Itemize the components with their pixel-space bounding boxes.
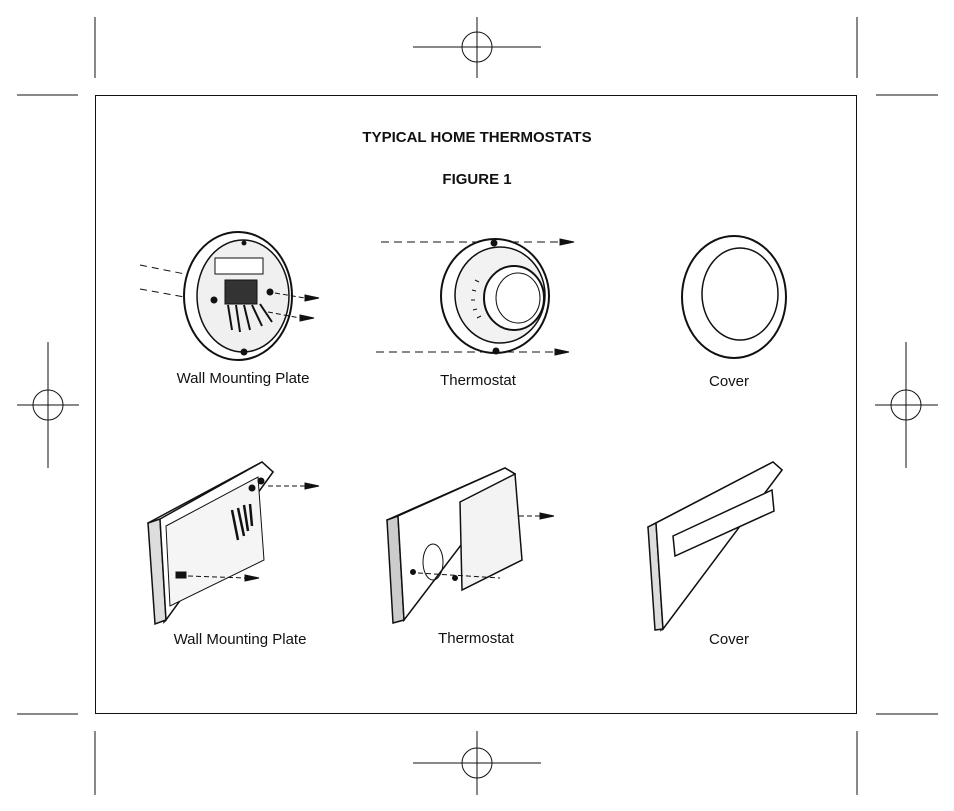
round-wall-plate-label: Wall Mounting Plate — [176, 370, 310, 387]
rect-wall-plate-label: Wall Mounting Plate — [173, 631, 307, 648]
rect-thermostat-label: Thermostat — [438, 630, 514, 647]
registration-target-bottom — [413, 731, 541, 795]
round-thermostat-drawing — [376, 238, 575, 356]
round-wall-plate-drawing — [139, 231, 320, 361]
registration-target-top — [413, 17, 541, 78]
rect-thermostat-drawing — [386, 467, 555, 624]
rect-cover-drawing — [647, 461, 784, 632]
rect-cover-label: Cover — [708, 631, 749, 648]
page-frame — [95, 95, 857, 714]
crop-marks — [17, 17, 938, 795]
registration-target-right — [875, 342, 938, 468]
document-title: TYPICAL HOME THERMOSTATS — [362, 129, 592, 146]
figure-label: FIGURE 1 — [442, 171, 512, 188]
registration-target-left — [17, 342, 79, 468]
round-cover-label: Cover — [708, 373, 749, 390]
round-cover-drawing — [681, 235, 787, 359]
round-thermostat-label: Thermostat — [440, 372, 516, 389]
rect-wall-plate-drawing — [147, 461, 320, 626]
